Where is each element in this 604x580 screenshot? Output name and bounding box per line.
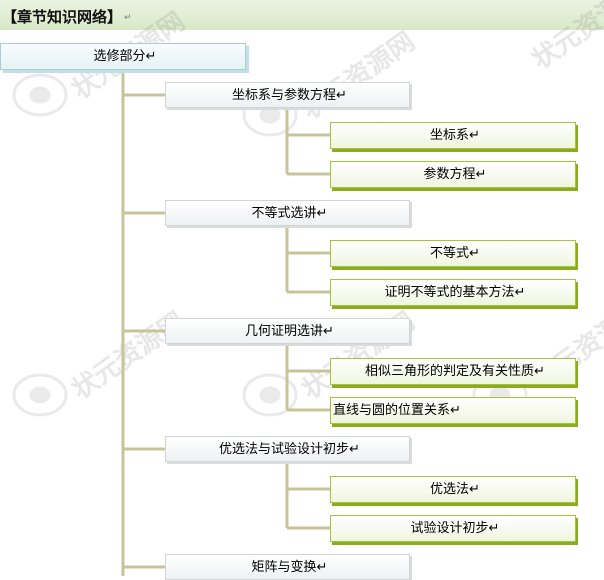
leaf-node: 试验设计初步↵ [330,515,576,542]
branch-node: 不等式选讲↵ [165,200,410,226]
leaf-node: 直线与圆的位置关系↵ [330,397,576,424]
leaf-node: 参数方程↵ [330,161,576,188]
leaf-node: 证明不等式的基本方法↵ [330,279,576,306]
leaf-node: 优选法↵ [330,476,576,503]
header-bar [0,0,604,30]
section-title: 【章节知识网络】↵ [2,6,132,27]
watermark-logo-icon [12,73,68,117]
watermark-logo-icon [242,373,298,417]
branch-node: 坐标系与参数方程↵ [165,82,410,108]
branch-node: 几何证明选讲↵ [165,318,410,344]
paragraph-mark-icon: ↵ [124,12,132,23]
branch-node: 矩阵与变换↵ [165,554,410,580]
root-node: 选修部分↵ [0,43,246,70]
leaf-node: 坐标系↵ [330,122,576,149]
watermark-logo-icon [12,373,68,417]
branch-node: 优选法与试验设计初步↵ [165,436,410,462]
leaf-node: 不等式↵ [330,240,576,267]
section-title-text: 【章节知识网络】 [2,8,123,26]
leaf-node: 相似三角形的判定及有关性质↵ [330,358,576,385]
